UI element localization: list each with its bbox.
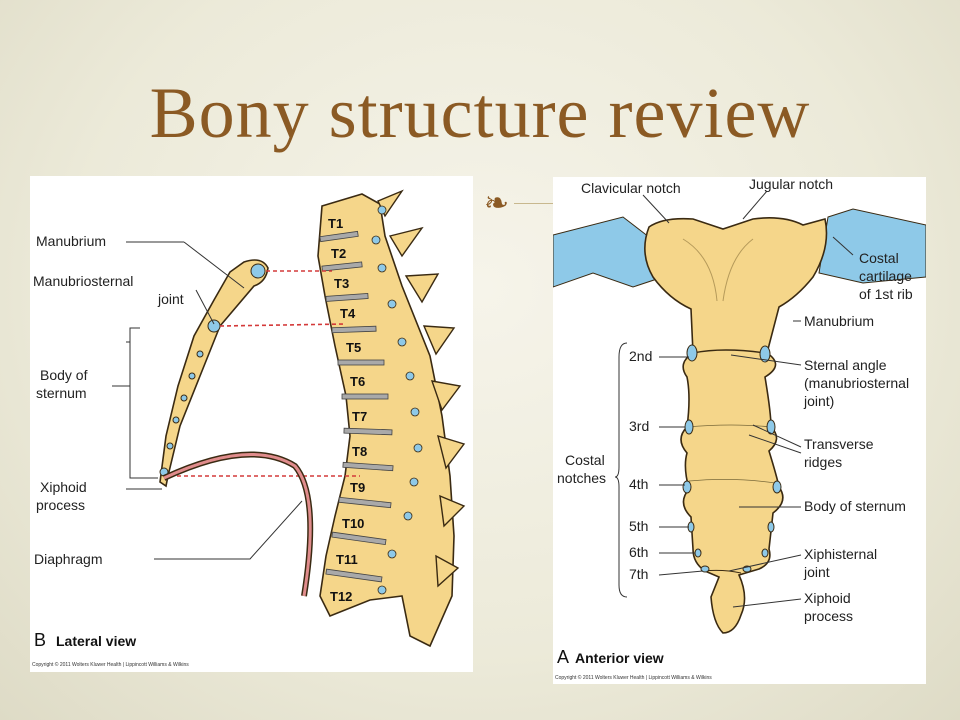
view-title: Lateral view [56, 633, 136, 649]
vertebra-label: T10 [342, 516, 364, 531]
label-sternum: sternum [36, 385, 87, 401]
label-cartilage: cartilage [859, 268, 912, 284]
label-diaphragm: Diaphragm [34, 551, 102, 567]
lateral-view-figure: T1 T2 T3 T4 T5 T6 T7 T8 T9 T10 T11 T12 [30, 176, 473, 672]
figure-letter: B [34, 630, 46, 650]
bullet-divider [514, 203, 554, 204]
notch-label: 7th [629, 566, 648, 582]
vertebra-label: T9 [350, 480, 365, 495]
costal-cartilage-left [553, 216, 664, 288]
copyright-text: Copyright © 2011 Wolters Kluwer Health |… [32, 661, 189, 668]
label-of-1st-rib: of 1st rib [859, 286, 913, 302]
costal-notch-markers [682, 344, 782, 573]
sternum-anterior [644, 217, 828, 634]
label-xs-joint: joint [803, 564, 830, 580]
label-joint: joint) [803, 393, 834, 409]
level-reference-lines [170, 270, 360, 477]
label-process: process [36, 497, 85, 513]
vertebra-label: T8 [352, 444, 367, 459]
costal-cartilage-right [818, 208, 926, 284]
label-xiphoid: Xiphoid [804, 590, 851, 606]
vertebra-label: T2 [331, 246, 346, 261]
vertebra-label: T6 [350, 374, 365, 389]
vertebra-label: T7 [352, 409, 367, 424]
sternum-lateral [159, 259, 269, 488]
label-costal: Costal [859, 250, 899, 266]
label-costal-notches: Costal [565, 452, 605, 468]
notch-label: 4th [629, 476, 648, 492]
label-jugular-notch: Jugular notch [749, 177, 833, 192]
label-sternal-angle: Sternal angle [804, 357, 887, 373]
thoracic-spine: T1 T2 T3 T4 T5 T6 T7 T8 T9 T10 T11 T12 [317, 189, 466, 648]
label-ridges: ridges [804, 454, 842, 470]
label-xiphoid: Xiphoid [40, 479, 87, 495]
notch-label: 5th [629, 518, 648, 534]
label-manubriosternal: (manubriosternal [804, 375, 909, 391]
bullet-icon: ❧ [484, 186, 510, 221]
anterior-view-figure: Clavicular notch Jugular notch Costal ca… [553, 177, 926, 684]
label-transverse: Transverse [804, 436, 874, 452]
figure-letter: A [557, 647, 569, 667]
label-manubrium: Manubrium [804, 313, 874, 329]
label-clavicular-notch: Clavicular notch [581, 180, 681, 196]
label-notches: notches [557, 470, 606, 486]
vertebra-label: T12 [330, 589, 352, 604]
label-joint: joint [157, 291, 184, 307]
vertebra-label: T4 [340, 306, 356, 321]
diaphragm-fill [163, 452, 312, 597]
vertebra-label: T3 [334, 276, 349, 291]
label-xiphisternal: Xiphisternal [804, 546, 877, 562]
label-body-of-sternum: Body of sternum [804, 498, 906, 514]
vertebra-label: T11 [336, 552, 358, 567]
anterior-view-illustration: Clavicular notch Jugular notch Costal ca… [553, 177, 926, 681]
label-process: process [804, 608, 853, 624]
notch-label: 3rd [629, 418, 649, 434]
label-body-of: Body of [40, 367, 88, 383]
label-manubriosternal: Manubriosternal [33, 273, 133, 289]
label-manubrium: Manubrium [36, 233, 106, 249]
slide-title: Bony structure review [149, 73, 811, 153]
notch-label: 2nd [629, 348, 652, 364]
leader-lines [112, 241, 303, 560]
copyright-text: Copyright © 2011 Wolters Kluwer Health |… [555, 674, 712, 681]
leader-lines [614, 190, 854, 608]
lateral-view-illustration: T1 T2 T3 T4 T5 T6 T7 T8 T9 T10 T11 T12 [32, 189, 466, 668]
view-title: Anterior view [575, 650, 664, 666]
notch-label: 6th [629, 544, 648, 560]
vertebra-label: T1 [328, 216, 343, 231]
vertebra-label: T5 [346, 340, 361, 355]
